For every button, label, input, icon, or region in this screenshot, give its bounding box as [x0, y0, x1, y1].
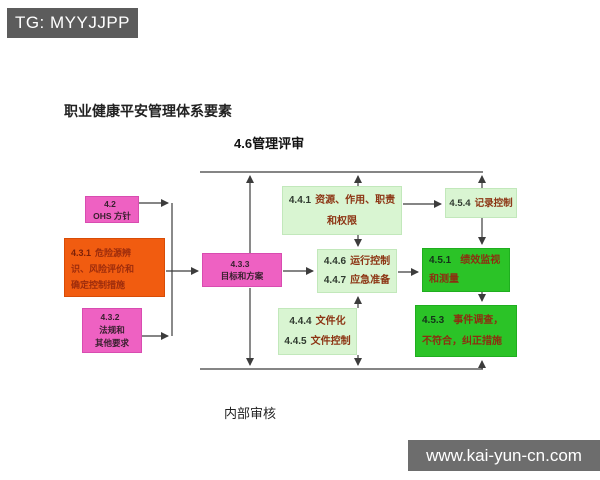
box-number: 4.4.5 [284, 335, 307, 347]
box-text: 目标和方案 [220, 271, 264, 281]
box-text: 资源、作用、职责 [315, 194, 396, 206]
tg-watermark-badge: TG: MYYJJPP [7, 8, 138, 38]
box-number: 4.5.3 [422, 315, 445, 326]
internal-audit-label: 内部审核 [224, 406, 277, 421]
box-number: 4.3.2 [100, 312, 120, 322]
box-number: 4.5.4 [449, 197, 471, 209]
box-text: 法规和 [99, 325, 125, 335]
box-text: 其他要求 [94, 338, 129, 348]
box-number: 4.4.6 [323, 256, 347, 267]
box-number: 4.3.3 [230, 259, 250, 269]
box-number: 4.2 [104, 198, 116, 209]
box-text: 绩效监视 [460, 255, 501, 266]
box-4-3-2-legal-requirements: 4.3.2 法规和 其他要求 [82, 308, 142, 353]
box-text: 不符合，纠正措施 [422, 336, 502, 347]
box-text: 确定控制措施 [71, 280, 126, 290]
box-4-2-ohs-policy: 4.2 OHS 方针 [85, 196, 139, 223]
diagram-title: 职业健康平安管理体系要素 [64, 105, 232, 120]
box-4-5-3-incident-investigation: 4.5.3 事件调查， 不符合，纠正措施 [415, 305, 517, 357]
management-review-text: 管理评审 [252, 136, 305, 151]
box-number: 4.4.1 [288, 194, 312, 206]
box-text: 应急准备 [350, 275, 391, 286]
box-text: 和测量 [429, 274, 459, 285]
box-text: OHS 方针 [93, 210, 131, 221]
box-4-5-1-performance-monitoring: 4.5.1 绩效监视 和测量 [422, 248, 510, 292]
management-review-label: 4.6管理评审 [234, 133, 304, 152]
box-text: 危险源辨 [95, 248, 132, 258]
box-number: 4.4.7 [323, 275, 347, 286]
box-text: 文件控制 [310, 335, 351, 347]
box-text: 识、风险评价和 [71, 264, 135, 274]
box-text: 事件调查， [453, 315, 504, 326]
box-text: 记录控制 [474, 197, 513, 209]
box-text: 和权限 [327, 215, 357, 227]
box-text: 运行控制 [350, 256, 391, 267]
box-4-3-3-objectives-programs: 4.3.3 目标和方案 [202, 253, 282, 287]
management-review-number: 4.6 [234, 136, 253, 151]
box-number: 4.5.1 [429, 255, 452, 266]
box-number: 4.4.4 [289, 315, 312, 327]
site-watermark-badge: www.kai-yun-cn.com [408, 440, 600, 471]
box-number: 4.3.1 [71, 248, 92, 258]
box-text: 文件化 [315, 315, 346, 327]
